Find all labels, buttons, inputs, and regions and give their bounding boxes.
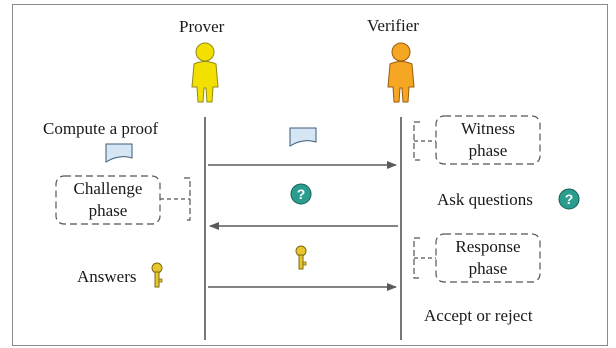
ask-questions-label: Ask questions [437, 190, 533, 209]
answers-key-icon [151, 262, 163, 288]
response-phase-label: Response phase [455, 237, 521, 278]
prover-person-icon [191, 42, 219, 103]
challenge-phase-label: Challenge phase [73, 179, 143, 220]
ask-question-icon: ? [558, 188, 580, 210]
diagram-frame [12, 4, 608, 346]
svg-text:?: ? [297, 186, 306, 202]
verifier-title: Verifier [367, 16, 419, 35]
prover-title: Prover [179, 17, 225, 36]
message-document-icon [289, 127, 317, 147]
accept-reject-label: Accept or reject [424, 306, 533, 325]
compute-proof-label: Compute a proof [43, 119, 159, 138]
response-bracket [413, 237, 420, 279]
response-phase-box [435, 233, 541, 283]
answers-label: Answers [77, 267, 137, 286]
proof-document-icon [105, 143, 133, 163]
witness-bracket [413, 121, 420, 161]
witness-phase-box [435, 115, 541, 165]
witness-phase-label: Witness phase [460, 119, 516, 160]
challenge-phase-box [55, 175, 161, 225]
key-icon [295, 245, 307, 270]
verifier-person-icon [387, 42, 415, 103]
question-icon: ? [290, 183, 312, 205]
svg-text:?: ? [565, 191, 574, 207]
